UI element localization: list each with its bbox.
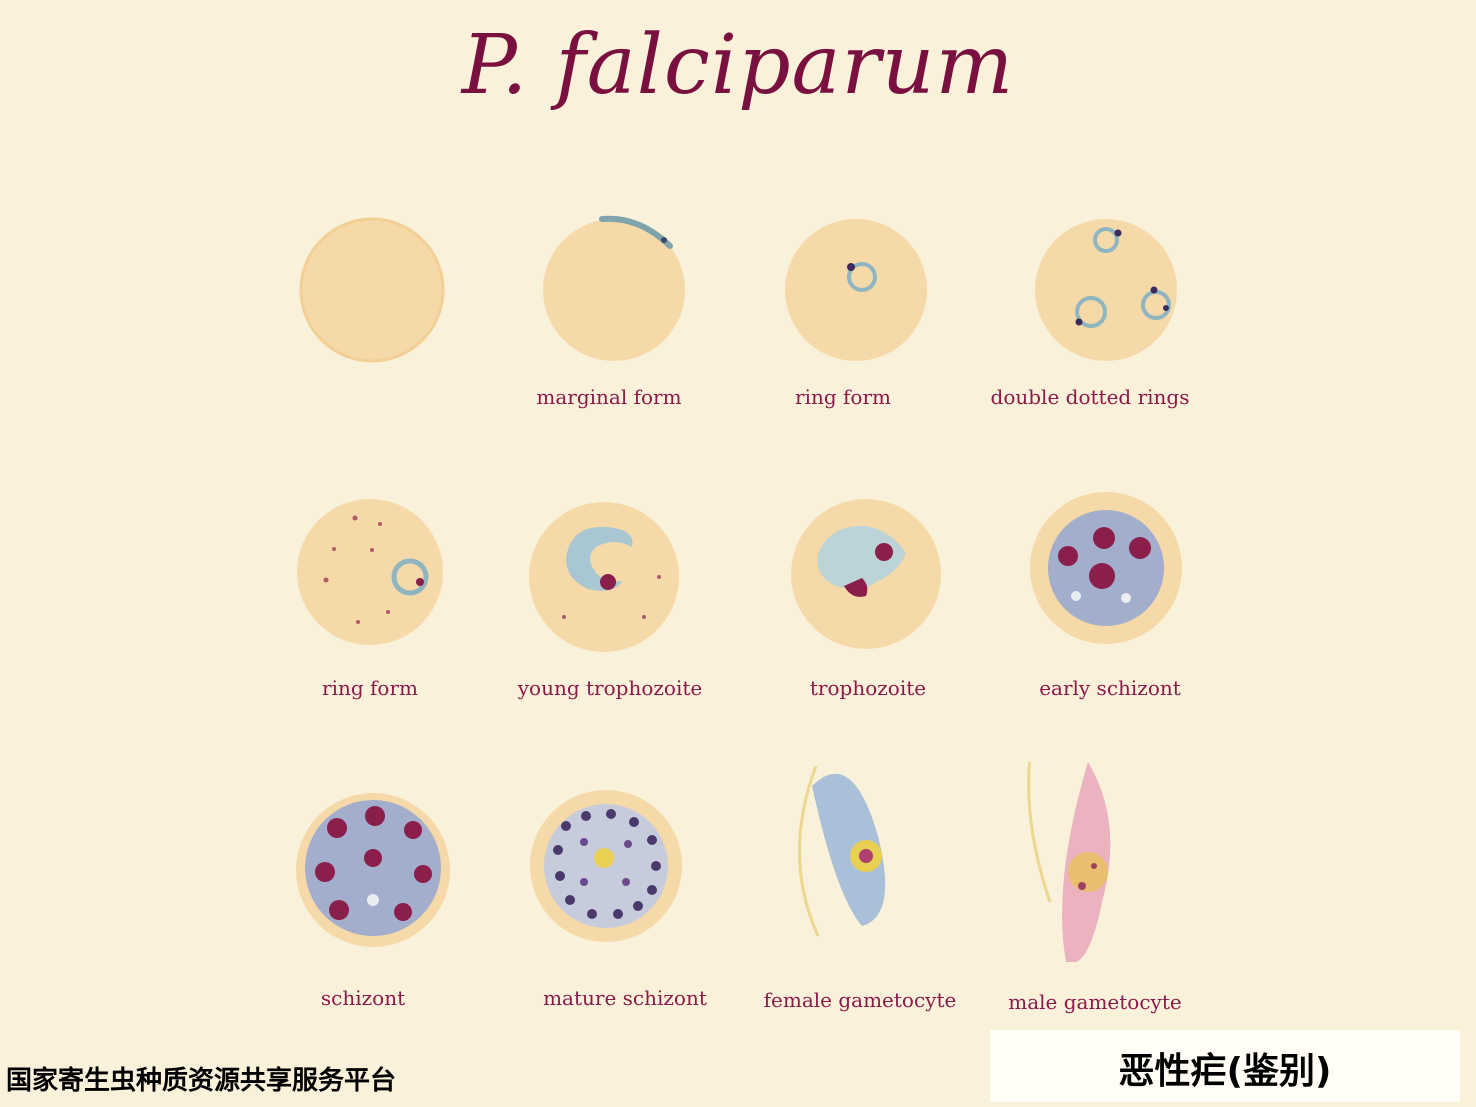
- stage-label-female-gametocyte: female gametocyte: [763, 988, 957, 1012]
- marginal-form-icon: [514, 190, 714, 390]
- stage-label-young-trophozoite: young trophozoite: [517, 676, 703, 700]
- stage-label-mature-schizont: mature schizont: [543, 986, 707, 1010]
- mature-schizont-icon: [506, 766, 706, 966]
- female-gametocyte-icon: [762, 766, 962, 966]
- double-dotted-rings-icon: [1006, 190, 1206, 390]
- stage-label-ring-form-2: ring form: [322, 676, 418, 700]
- stage-label-double-dotted-rings: double dotted rings: [990, 385, 1190, 409]
- normal-rbc-icon: [272, 190, 472, 390]
- male-gametocyte-icon: [996, 762, 1196, 962]
- stage-label-schizont: schizont: [320, 986, 406, 1010]
- stage-label-early-schizont: early schizont: [1039, 676, 1181, 700]
- schizont-icon: [273, 770, 473, 970]
- young-trophozoite-icon: [504, 477, 704, 677]
- slide-caption-box: 恶性疟(鉴别): [990, 1030, 1460, 1102]
- ring-form-icon: [756, 190, 956, 390]
- platform-name: 国家寄生虫种质资源共享服务平台: [6, 1066, 397, 1096]
- trophozoite-icon: [766, 474, 966, 674]
- stage-label-marginal-form: marginal form: [536, 385, 682, 409]
- stage-label-male-gametocyte: male gametocyte: [1008, 990, 1182, 1014]
- stage-label-trophozoite: trophozoite: [809, 676, 927, 700]
- ring-form-stippled-icon: [270, 472, 470, 672]
- early-schizont-icon: [1006, 468, 1206, 668]
- slide-caption: 恶性疟(鉴别): [1118, 1051, 1332, 1092]
- page-title: P. falciparum: [461, 18, 1015, 113]
- stage-label-ring-form: ring form: [795, 385, 891, 409]
